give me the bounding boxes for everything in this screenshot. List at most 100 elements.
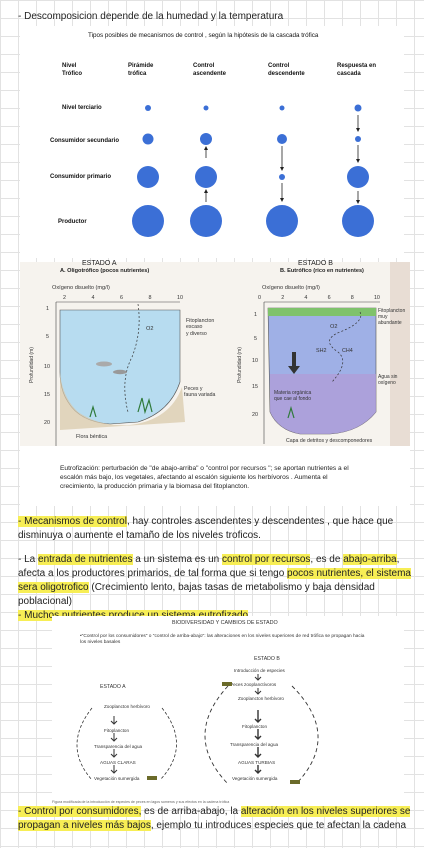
state-a-oxygen-label: Oxígeno disuelto (mg/l): [52, 285, 110, 291]
note-eutrophic: - Muchos nutrientes produce un sistema e…: [18, 610, 249, 621]
plant-icon: [287, 405, 295, 419]
y-tick: 1: [254, 312, 257, 318]
row-producer: Productor: [58, 219, 87, 225]
down-arrow: [254, 710, 262, 723]
lake-a-x-ticks: 2 4 6 8 10: [63, 295, 183, 301]
arrow-head-icon: [147, 776, 157, 780]
note-highlight: - Control por consumidores,: [18, 806, 142, 817]
lake-b-phyto-label: Fitoplancton muy abundante: [378, 308, 406, 326]
note-text: , hay controles ascendentes y descendent…: [18, 516, 394, 541]
down-arrow: [254, 688, 262, 695]
note-highlight: control por recursos: [222, 554, 311, 565]
note-highlight: - Mecanismos de control: [18, 516, 127, 527]
x-tick: 6: [327, 295, 331, 301]
state-b-transparency: Transparencia del agua: [230, 742, 279, 747]
response-producer-circle: [342, 205, 374, 237]
state-b-zooplankton: Zooplancton herbívoro: [238, 696, 284, 701]
cascade-circles: [132, 104, 374, 237]
lake-b-ch4-label: CH4: [342, 348, 353, 354]
lake-b-anoxic-layer: [270, 374, 376, 434]
lake-a-o2-label: O2: [146, 326, 154, 332]
state-b-subtitle: B. Eutrófico (rico en nutrientes): [280, 268, 364, 274]
arrow-head-icon: [290, 780, 300, 784]
note-highlight: abajo-arriba: [343, 554, 397, 565]
lake-b-right-margin: [390, 262, 410, 446]
state-b-turbid-water: AGUAS TURBIAS: [238, 760, 276, 765]
note-text: , es de: [310, 554, 344, 565]
down-arrow: [254, 747, 262, 758]
response-secondary-circle: [355, 136, 361, 142]
biodiversity-figure: BIODIVERSIDAD Y CAMBIOS DE ESTADO •"Cont…: [52, 616, 404, 808]
lake-b-bottom-label: Capa de detritos y descomponedores: [286, 438, 373, 444]
plant-icon: [137, 397, 153, 415]
biodiv-state-a: ESTADO A: [100, 684, 126, 690]
lakes-diagram: [55, 262, 410, 446]
x-tick: 2: [281, 295, 285, 301]
pyramid-producer-circle: [132, 205, 164, 237]
feedback-loop: [159, 707, 177, 781]
note-humidity: - Descomposicion depende de la humedad y…: [18, 11, 284, 22]
row-secondary: Consumidor secundario: [50, 138, 120, 144]
pyramid-primary-circle: [137, 166, 159, 188]
y-tick: 15: [44, 392, 50, 398]
lake-b-x-ticks: 0 2 4 6 8 10: [258, 295, 380, 301]
pyramid-tertiary-circle: [145, 105, 151, 111]
lake-b-algae-layer: [268, 308, 376, 316]
feedback-loop: [76, 707, 93, 781]
x-tick: 6: [120, 295, 123, 301]
row-tertiary: Nivel terciario: [62, 105, 102, 111]
x-tick: 8: [148, 295, 152, 301]
lakes-caption: Eutrofización: perturbación de "de abajo…: [60, 465, 349, 490]
biodiv-state-b: ESTADO B: [254, 656, 280, 662]
lake-b-water-label: Agua sin oxígeno: [378, 374, 398, 386]
note-control-mechanisms: - Mecanismos de control, hay controles a…: [18, 515, 414, 543]
lakes-caption-card: Eutrofización: perturbación de "de abajo…: [20, 446, 410, 506]
ascending-secondary-circle: [200, 133, 212, 145]
note-text: es de arriba-abajo, la: [141, 806, 241, 817]
descending-tertiary-circle: [279, 105, 285, 111]
state-b-phytoplankton: Fitoplancton: [242, 724, 268, 729]
x-tick: 2: [63, 295, 66, 301]
pyramid-secondary-circle: [142, 133, 154, 145]
descending-secondary-circle: [277, 134, 287, 144]
falling-matter-arrow: [288, 352, 300, 374]
y-tick: 10: [252, 358, 258, 364]
x-tick: 8: [350, 295, 354, 301]
feedback-loop: [204, 685, 229, 785]
x-tick: 10: [177, 295, 183, 301]
down-arrow: [254, 729, 262, 740]
lake-b-depth-label: Profundidad (m): [236, 347, 243, 383]
down-arrow: [110, 716, 118, 725]
row-primary: Consumidor primario: [50, 174, 112, 180]
biodiv-footer: Figura modificada de la introducción de …: [52, 800, 230, 804]
lake-a-water: [59, 309, 181, 425]
state-a-zooplankton: Zooplancton herbívoro: [104, 704, 150, 709]
lake-a-depth-label: Profundidad (m): [28, 347, 35, 383]
state-b-title: ESTADO B: [298, 260, 333, 267]
cascade-title: Tipos posibles de mecanismos de control …: [88, 32, 319, 39]
lake-a-shore: [60, 372, 185, 430]
x-tick: 0: [258, 295, 261, 301]
y-tick: 20: [252, 412, 258, 418]
biodiv-bullet: •"Control por los consumidores" o "contr…: [80, 634, 365, 645]
ascending-primary-circle: [195, 166, 217, 188]
biodiv-arrows: [76, 674, 319, 785]
y-tick: 5: [254, 336, 257, 342]
y-tick: 20: [44, 420, 50, 426]
note-text: , ejemplo tu introduces especies que te …: [150, 820, 407, 831]
state-b-oxygen-label: Oxígeno disuelto (mg/l): [262, 285, 320, 291]
state-a-clear-water: AGUAS CLARAS: [100, 760, 136, 765]
state-b-vegetation: Vegetación sumergida: [232, 776, 278, 781]
lakes-figure: ESTADO A A. Oligotrófico (pocos nutrient…: [20, 260, 410, 446]
y-tick: 10: [44, 364, 50, 370]
col-ascending: Control ascendente: [193, 63, 227, 77]
down-arrow: [254, 674, 262, 681]
state-a-transparency: Transparencia del agua: [94, 744, 143, 749]
lake-a-fish-label: Peces y fauna variada: [184, 386, 216, 399]
col-response: Respuesta en cascada: [337, 63, 377, 77]
descending-primary-circle: [279, 174, 285, 180]
response-tertiary-circle: [354, 104, 362, 112]
note-text: , afecta a los productores primarios, de…: [18, 554, 400, 579]
down-arrow: [110, 733, 118, 742]
y-tick: 15: [252, 384, 258, 390]
